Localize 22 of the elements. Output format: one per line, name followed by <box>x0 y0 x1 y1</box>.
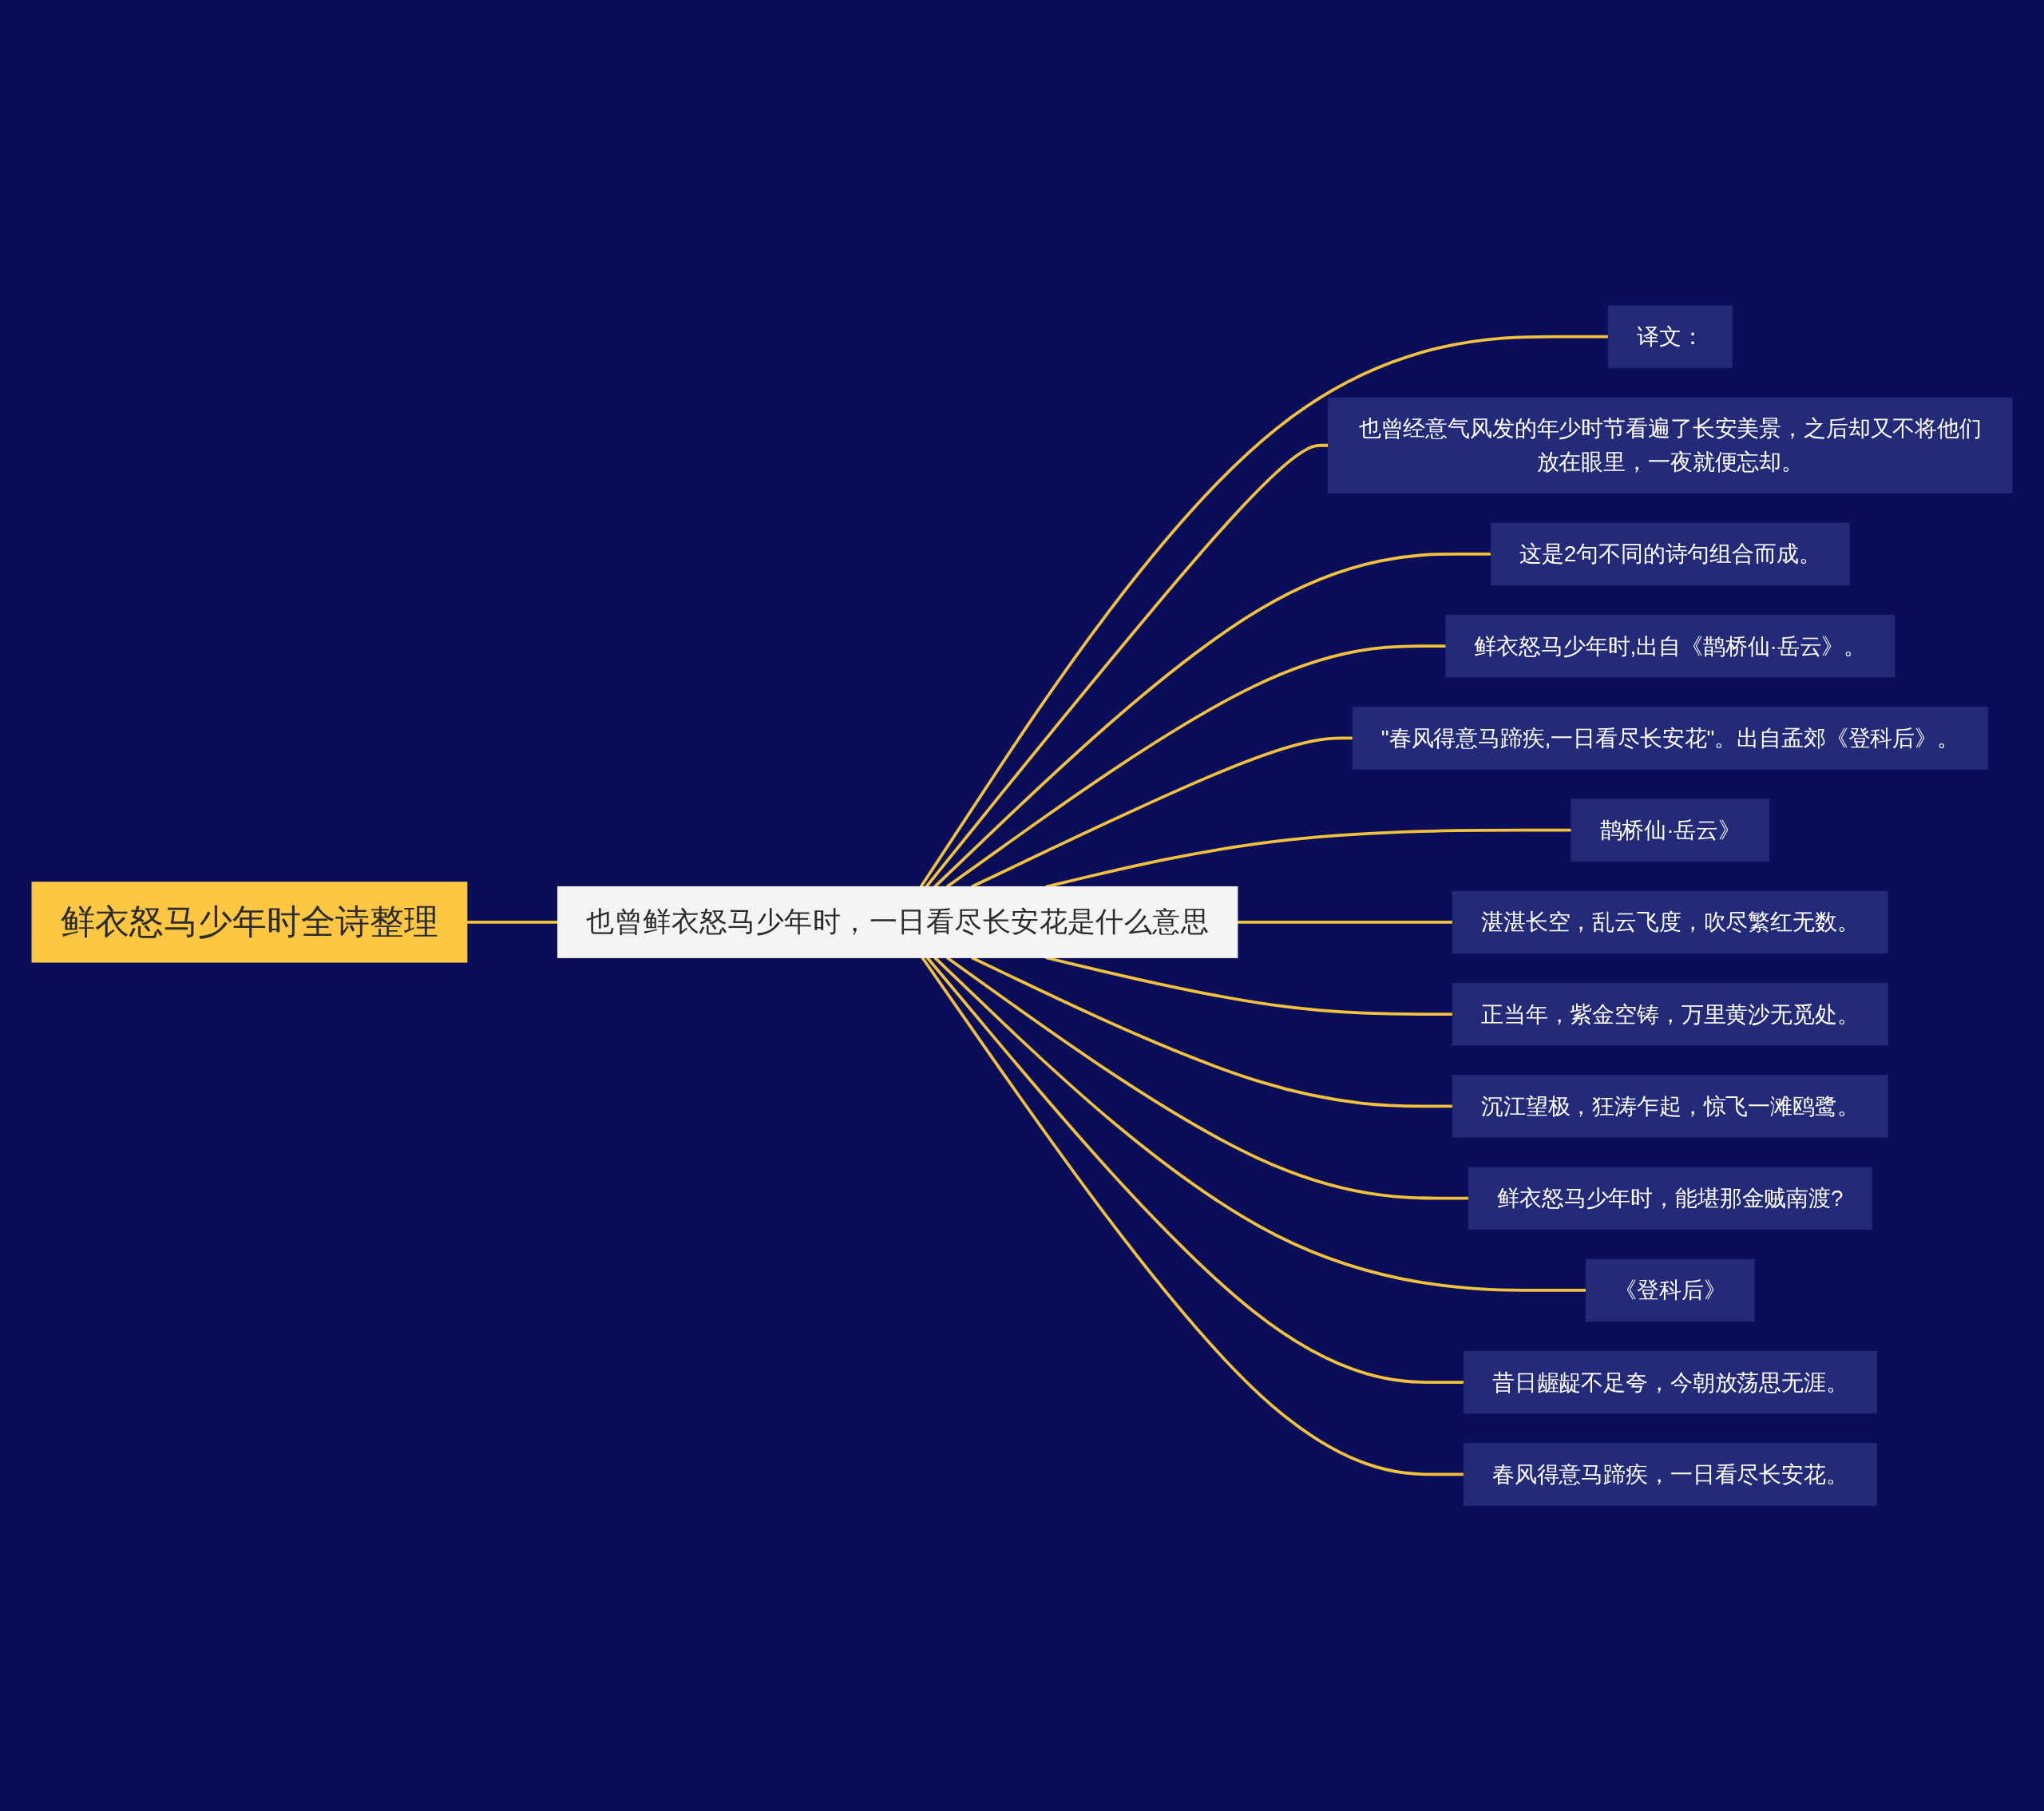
node-box: 湛湛长空，乱云飞度，吹尽繁红无数。 <box>1452 890 1888 954</box>
connector <box>466 921 558 924</box>
node-box: 昔日龌龊不足夸，今朝放荡思无涯。 <box>1463 1350 1877 1414</box>
connector <box>1237 921 1453 924</box>
node-box: 正当年，紫金空铸，万里黄沙无觅处。 <box>1452 982 1888 1046</box>
connector <box>921 957 1464 1476</box>
node-box: 这是2句不同的诗句组合而成。 <box>1490 522 1850 586</box>
node-box: 也曾鲜衣怒马少年时，一日看尽长安花是什么意思 <box>557 886 1238 958</box>
node-box: 鲜衣怒马少年时全诗整理 <box>31 882 468 963</box>
node-box: "春风得意马蹄疾,一日看尽长安花"。出自孟郊《登科后》。 <box>1352 707 1988 770</box>
node-box: 译文： <box>1607 305 1733 368</box>
node-box: 鹊桥仙·岳云》 <box>1571 799 1770 862</box>
connector <box>925 443 1329 888</box>
node-box: 也曾经意气风发的年少时节看遍了长安美景，之后却又不将他们放在眼里，一夜就便忘却。 <box>1328 397 2013 493</box>
connector <box>933 553 1491 888</box>
node-box: 鲜衣怒马少年时,出自《鹊桥仙·岳云》。 <box>1445 614 1895 678</box>
node-box: 鲜衣怒马少年时，能堪那金贼南渡? <box>1468 1167 1872 1230</box>
connector <box>925 957 1464 1385</box>
connector <box>919 335 1609 888</box>
node-box: 沉江望极，狂涛乍起，惊飞一滩鸥鹭。 <box>1452 1075 1888 1138</box>
node-box: 《登科后》 <box>1586 1258 1755 1322</box>
node-box: 春风得意马蹄疾，一日看尽长安花。 <box>1463 1443 1877 1506</box>
